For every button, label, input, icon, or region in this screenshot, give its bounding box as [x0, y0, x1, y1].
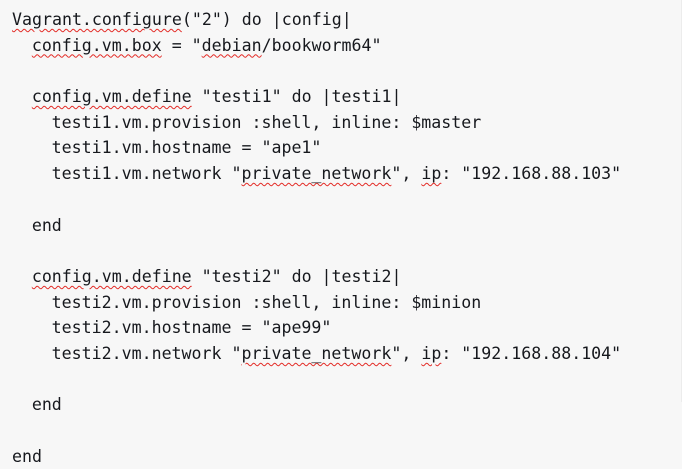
code-token: "testi2" do |testi2| [191, 266, 402, 286]
spellcheck-underlined-token: ip [421, 164, 442, 184]
spellcheck-underlined-token: private_network [241, 164, 392, 184]
code-token: ", [391, 164, 422, 184]
code-line-blank[interactable] [0, 187, 681, 213]
code-text-area[interactable]: Vagrant.configure("2") do |config|config… [0, 7, 681, 469]
spellcheck-underlined-token: config.vm.define [31, 266, 192, 286]
spellcheck-underlined-token: config.vm.define [31, 87, 192, 107]
code-token: testi2.vm.network " [51, 343, 242, 363]
code-line[interactable]: testi2.vm.network "private_network", ip:… [0, 341, 681, 367]
code-line[interactable]: config.vm.define "testi1" do |testi1| [0, 84, 681, 110]
code-token: /bookworm64" [261, 35, 382, 55]
code-token: end [12, 446, 42, 466]
code-token: end [31, 215, 62, 235]
code-token: end [31, 395, 62, 415]
spellcheck-underlined-token: debian [201, 35, 262, 55]
code-line-blank[interactable] [0, 367, 681, 393]
code-line[interactable]: testi1.vm.network "private_network", ip:… [0, 161, 681, 187]
code-token: = " [161, 35, 202, 55]
code-line[interactable]: config.vm.box = "debian/bookworm64" [0, 33, 681, 59]
spellcheck-underlined-token: Vagrant.configure [12, 10, 182, 29]
code-line[interactable]: end [0, 213, 681, 239]
code-line[interactable]: Vagrant.configure("2") do |config| [0, 7, 681, 33]
code-line[interactable]: testi1.vm.hostname = "ape1" [0, 135, 681, 161]
code-line[interactable]: end [0, 392, 681, 418]
code-token: testi2.vm.hostname = "ape99" [51, 318, 332, 338]
code-line[interactable]: testi2.vm.hostname = "ape99" [0, 315, 681, 341]
spellcheck-underlined-token: ip [421, 343, 442, 363]
code-token: ("2") do |config| [181, 10, 352, 29]
code-line[interactable]: config.vm.define "testi2" do |testi2| [0, 264, 681, 290]
code-token: testi1.vm.provision :shell, inline: $mas… [51, 112, 482, 132]
code-token: : "192.168.88.103" [441, 164, 622, 184]
code-token: testi2.vm.provision :shell, inline: $min… [51, 292, 482, 312]
code-token: testi1.vm.network " [51, 164, 242, 184]
spellcheck-underlined-token: private_network [241, 343, 392, 363]
code-token: testi1.vm.hostname = "ape1" [51, 138, 322, 158]
code-token: : "192.168.88.104" [441, 343, 622, 363]
code-line[interactable]: testi2.vm.provision :shell, inline: $min… [0, 290, 681, 316]
spellcheck-underlined-token: config.vm.box [31, 35, 162, 55]
code-line-blank[interactable] [0, 58, 681, 84]
code-line-blank[interactable] [0, 418, 681, 444]
code-line[interactable]: testi1.vm.provision :shell, inline: $mas… [0, 110, 681, 136]
code-token: ", [391, 343, 422, 363]
code-token: "testi1" do |testi1| [191, 87, 402, 107]
code-line-blank[interactable] [0, 238, 681, 264]
code-line[interactable]: end [0, 444, 681, 469]
